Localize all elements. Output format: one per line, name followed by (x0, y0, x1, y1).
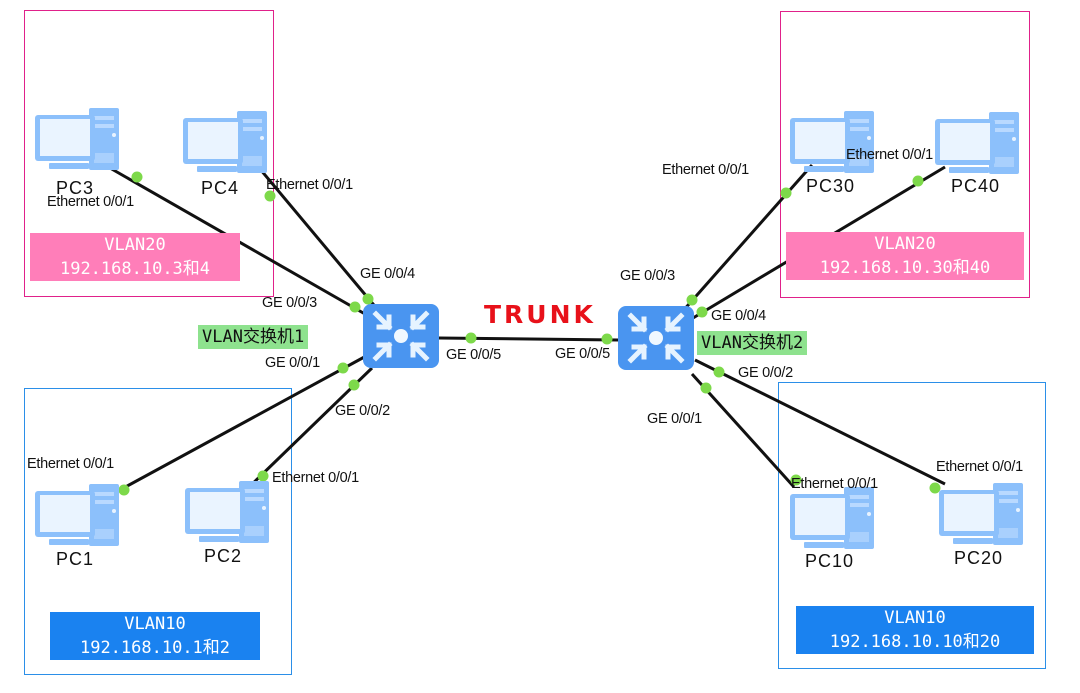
port-dot (257, 470, 269, 482)
pc-pc3[interactable] (35, 107, 121, 171)
switch-1-label: VLAN交换机1 (198, 325, 309, 349)
port-label-pc1: Ethernet 0/0/1 (27, 456, 114, 472)
port-label-sw2-ge1: GE 0/0/1 (647, 411, 702, 427)
port-label-pc40: Ethernet 0/0/1 (846, 147, 933, 163)
port-label-sw2-ge3: GE 0/0/3 (620, 268, 675, 284)
pc-icon (35, 108, 119, 170)
port-dot (700, 382, 712, 394)
vlan-name: VLAN20 (874, 234, 936, 254)
trunk-label: TRUNK (484, 300, 596, 329)
port-label-sw1-ge4: GE 0/0/4 (360, 266, 415, 282)
pc-label-pc40: PC40 (951, 176, 1001, 196)
port-dot (349, 301, 361, 313)
vlan-subnet: 192.168.10.1和2 (79, 638, 231, 658)
port-dot (601, 333, 613, 345)
port-label-sw1-ge1: GE 0/0/1 (265, 355, 320, 371)
pc-icon (790, 487, 874, 549)
port-label-pc3: Ethernet 0/0/1 (47, 194, 134, 210)
port-dot (465, 332, 477, 344)
port-dot (790, 474, 802, 486)
vlan-group-bottom-left (24, 388, 292, 675)
vlan-name: VLAN10 (124, 614, 186, 634)
port-label-pc4: Ethernet 0/0/1 (266, 177, 353, 193)
port-label-sw1-ge2: GE 0/0/2 (335, 403, 390, 419)
pc-icon (790, 111, 874, 173)
port-dot (348, 379, 360, 391)
pc-pc1[interactable] (35, 483, 121, 547)
pc-pc30[interactable] (790, 110, 876, 174)
pc-icon (939, 483, 1023, 545)
pc-pc40[interactable] (935, 111, 1021, 175)
port-dot (696, 306, 708, 318)
vlan-badge-top-right: VLAN20 192.168.10.30和40 (786, 232, 1024, 280)
pc-pc2[interactable] (185, 480, 271, 544)
link-line (690, 372, 796, 489)
pc-label-pc20: PC20 (954, 548, 1004, 568)
vlan-name: VLAN10 (884, 608, 946, 628)
port-label-pc2: Ethernet 0/0/1 (272, 470, 359, 486)
port-dot (929, 482, 941, 494)
pc-icon (35, 484, 119, 546)
link-line (95, 353, 369, 505)
port-dot (337, 362, 349, 374)
pc-label-pc1: PC1 (56, 549, 95, 569)
link-line (680, 164, 814, 313)
port-dot (264, 190, 276, 202)
port-dot (780, 187, 792, 199)
vlan-badge-bottom-right: VLAN10 192.168.10.10和20 (796, 606, 1034, 654)
vlan-badge-top-left: VLAN20 192.168.10.3和4 (30, 233, 240, 281)
pc-label-pc2: PC2 (204, 546, 243, 566)
pc-label-pc4: PC4 (201, 178, 240, 198)
port-label-sw1-ge3: GE 0/0/3 (262, 295, 317, 311)
port-dot (131, 171, 143, 183)
port-dot (713, 366, 725, 378)
vlan-name: VLAN20 (104, 235, 166, 255)
port-label-sw1-ge5: GE 0/0/5 (446, 347, 501, 363)
switch-icon (363, 304, 439, 368)
port-label-pc10: Ethernet 0/0/1 (791, 476, 878, 492)
pc-icon (183, 111, 267, 173)
port-dot (686, 294, 698, 306)
pc-icon (185, 481, 269, 543)
vlan-subnet: 192.168.10.3和4 (59, 259, 211, 279)
vlan-subnet: 192.168.10.30和40 (819, 258, 991, 278)
pc-label-pc30: PC30 (806, 176, 856, 196)
vlan-group-bottom-right (778, 382, 1046, 669)
pc-label-pc10: PC10 (805, 551, 855, 571)
port-dot (362, 293, 374, 305)
port-label-sw2-ge4: GE 0/0/4 (711, 308, 766, 324)
vlan-badge-bottom-left: VLAN10 192.168.10.1和2 (50, 612, 260, 660)
pc-pc10[interactable] (790, 486, 876, 550)
switch-2-label: VLAN交换机2 (697, 331, 808, 355)
switch-1[interactable] (363, 304, 439, 368)
vlan-group-top-left (24, 10, 274, 297)
port-dot (118, 484, 130, 496)
link-line (694, 358, 946, 486)
pc-pc20[interactable] (939, 482, 1025, 546)
port-label-sw2-ge5: GE 0/0/5 (555, 346, 610, 362)
switch-2[interactable] (618, 306, 694, 370)
port-dot (912, 175, 924, 187)
switch-icon (618, 306, 694, 370)
pc-label-pc3: PC3 (56, 178, 95, 198)
pc-icon (935, 112, 1019, 174)
vlan-subnet: 192.168.10.10和20 (829, 632, 1001, 652)
port-label-sw2-ge2: GE 0/0/2 (738, 365, 793, 381)
port-label-pc20: Ethernet 0/0/1 (936, 459, 1023, 475)
vlan-group-top-right (780, 11, 1030, 298)
link-line (248, 156, 380, 311)
port-label-pc30: Ethernet 0/0/1 (662, 162, 749, 178)
pc-pc4[interactable] (183, 110, 269, 174)
